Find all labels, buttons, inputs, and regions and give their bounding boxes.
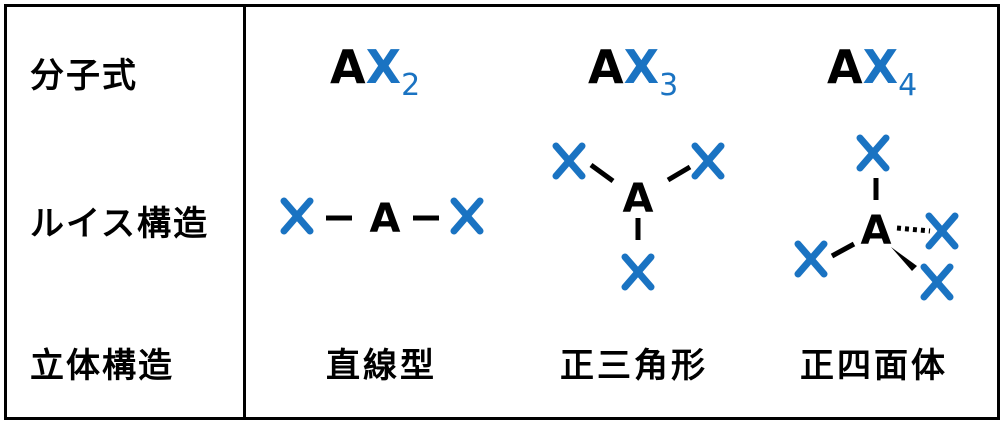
formula-subscript: 3: [659, 68, 679, 103]
central-atom-a: A: [370, 196, 401, 242]
x-atom-icon: [454, 201, 480, 231]
single-bond: [666, 164, 692, 183]
single-bond: [589, 162, 615, 184]
formula-central-atom: A: [588, 40, 624, 94]
central-atom-a: A: [623, 176, 654, 222]
x-atom-icon: [284, 201, 310, 231]
formula-ligand: X: [365, 40, 402, 94]
shape-trigonal-planar: 正三角形: [560, 346, 708, 386]
row-label-lewis: ルイス構造: [30, 204, 209, 244]
x-atom-icon: [924, 267, 950, 297]
lewis-tetrahedral: A: [798, 138, 955, 297]
lewis-linear: A: [284, 196, 480, 242]
central-atom-a: A: [861, 208, 892, 254]
formula-central-atom: A: [330, 40, 366, 94]
shape-linear: 直線型: [326, 346, 437, 386]
formula-ligand: X: [623, 40, 660, 94]
x-atom-icon: [556, 146, 582, 176]
formula-subscript: 2: [401, 68, 421, 103]
x-atom-icon: [695, 146, 721, 176]
formula-ligand: X: [862, 40, 899, 94]
x-atom-icon: [929, 216, 955, 246]
single-bond: [830, 241, 856, 259]
row-label-formula: 分子式: [30, 56, 138, 96]
formula-ax4: AX4: [827, 44, 917, 101]
wedge-bond: [891, 247, 917, 271]
formula-central-atom: A: [827, 40, 863, 94]
x-atom-icon: [625, 257, 651, 287]
x-atom-icon: [798, 244, 824, 274]
shape-tetrahedral: 正四面体: [800, 346, 948, 386]
table-frame: [4, 4, 1000, 420]
x-atom-icon: [860, 138, 886, 168]
formula-ax3: AX3: [588, 44, 678, 101]
formula-ax2: AX2: [330, 44, 420, 101]
dashed-bond: [896, 225, 931, 234]
lewis-trigonal: A: [556, 146, 721, 287]
row-label-shape: 立体構造: [30, 346, 174, 386]
column-divider: [243, 4, 246, 417]
formula-subscript: 4: [898, 68, 918, 103]
